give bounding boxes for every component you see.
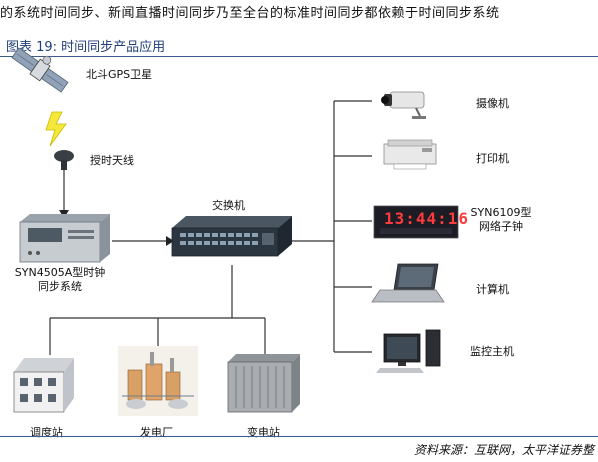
satellite-label: 北斗GPS卫星: [86, 68, 153, 81]
dispatch-station-label: 调度站: [30, 426, 63, 439]
power-plant-label: 发电厂: [140, 426, 173, 439]
network-clock-label-line2: 网络子钟: [479, 220, 523, 233]
printer-label: 打印机: [476, 152, 509, 165]
substation-label: 变电站: [247, 426, 280, 439]
power-plant-icon: [118, 346, 198, 416]
antenna-label: 授时天线: [90, 154, 134, 167]
source-note: 资料来源：互联网，太平洋证券整: [413, 443, 594, 457]
signal-bolt-icon: [45, 111, 67, 147]
network-clock-label: SYN6109型 网络子钟: [466, 206, 536, 234]
switch-label: 交换机: [212, 199, 245, 212]
clock-display: 13:44:16: [384, 209, 470, 228]
sync-system-label-line2: 同步系统: [38, 280, 82, 293]
laptop-icon: [371, 263, 445, 303]
network-clock-label-line1: SYN6109型: [470, 206, 532, 219]
camera-icon: [381, 91, 426, 119]
monitor-host-label: 监控主机: [470, 345, 514, 358]
network-clock-icon: [373, 205, 459, 239]
switch-device-icon: [171, 216, 292, 257]
camera-label: 摄像机: [476, 97, 509, 110]
monitor-host-icon: [376, 329, 441, 373]
sync-system-device-icon: [19, 214, 110, 263]
printer-icon: [383, 139, 437, 170]
computer-label: 计算机: [476, 283, 509, 296]
figure-title: 图表 19: 时间同步产品应用: [6, 40, 166, 55]
dispatch-building-icon: [13, 358, 74, 413]
sync-system-label: SYN4505A型时钟 同步系统: [8, 266, 112, 294]
sync-system-label-line1: SYN4505A型时钟: [14, 266, 106, 279]
antenna-icon: [54, 150, 74, 170]
substation-icon: [227, 354, 300, 413]
satellite-icon: [11, 47, 69, 93]
header-text: 的系统时间同步、新闻直播时间同步乃至全台的标准时间同步都依赖于时间同步系统: [0, 6, 500, 21]
title-divider: [0, 56, 598, 57]
connection-lines: [49, 100, 372, 355]
footer-divider: [0, 436, 598, 437]
arrow-to-switch: [166, 236, 174, 246]
